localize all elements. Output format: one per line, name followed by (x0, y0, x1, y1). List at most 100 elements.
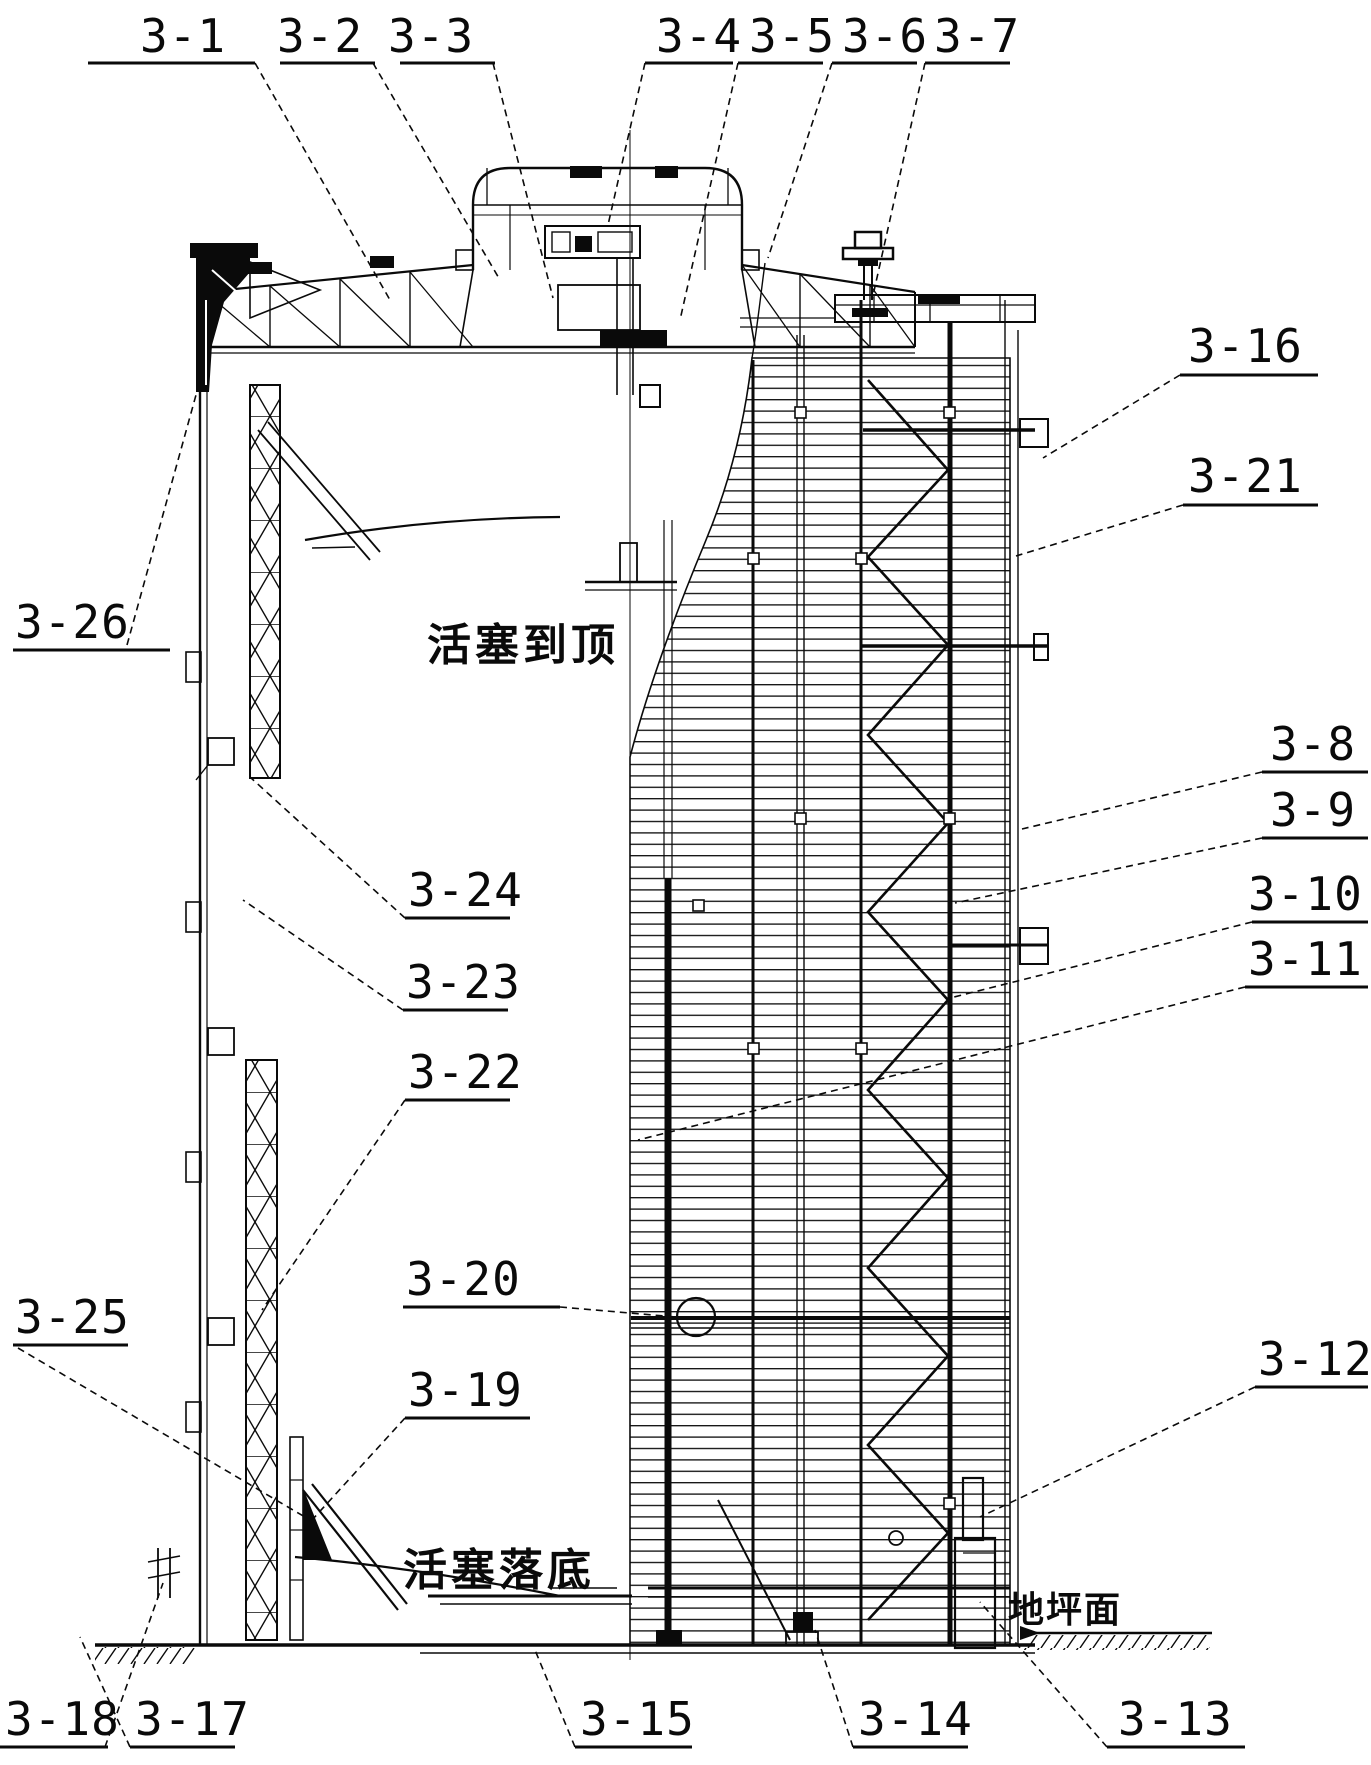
part-label-3-16: 3-16 (1180, 319, 1318, 377)
svg-text:3-18: 3-18 (5, 1692, 120, 1746)
part-label-3-6: 3-6 (832, 9, 928, 65)
svg-text:3-3: 3-3 (388, 9, 474, 63)
leader-3-23 (242, 899, 404, 1011)
break-line (751, 262, 766, 359)
svg-text:3-5: 3-5 (749, 9, 835, 63)
leader-3-20 (559, 1306, 677, 1318)
leader-3-7 (871, 62, 926, 301)
leader-3-10 (949, 921, 1253, 999)
base-and-ground (95, 1476, 1212, 1664)
svg-text:3-10: 3-10 (1248, 867, 1363, 921)
structure (95, 130, 1212, 1664)
scaffold-top-band (740, 294, 1036, 328)
part-label-3-26: 3-26 (13, 595, 170, 652)
leader-3-22 (261, 1099, 406, 1311)
part-label-3-14: 3-14 (853, 1692, 973, 1749)
svg-text:3-15: 3-15 (580, 1692, 695, 1746)
part-label-3-4: 3-4 (645, 9, 741, 65)
top-cap (455, 166, 760, 348)
svg-text:3-26: 3-26 (15, 595, 130, 649)
upper-truss-column (195, 384, 381, 781)
svg-text:3-20: 3-20 (406, 1252, 521, 1306)
part-label-3-21: 3-21 (1183, 449, 1318, 507)
leader-3-5 (679, 62, 739, 321)
svg-text:3-24: 3-24 (408, 863, 523, 917)
leader-3-24 (249, 776, 406, 919)
part-label-3-9: 3-9 (1262, 783, 1368, 840)
svg-text:3-12: 3-12 (1258, 1332, 1371, 1386)
leader-3-8 (1021, 771, 1263, 830)
leader-3-3 (492, 62, 554, 299)
piston-bottom-note: 活塞落底 (403, 1545, 595, 1596)
leader-3-13 (979, 1601, 1108, 1748)
piston-top-note: 活塞到顶 (427, 620, 619, 671)
leader-3-17 (79, 1636, 131, 1748)
roof-truss (200, 256, 916, 354)
deck-region (629, 357, 1011, 1646)
svg-text:3-19: 3-19 (408, 1363, 523, 1417)
part-label-3-8: 3-8 (1262, 717, 1368, 774)
pipe-foot (656, 1630, 682, 1645)
leader-3-12 (979, 1386, 1256, 1518)
svg-text:3-7: 3-7 (934, 9, 1020, 63)
leader-3-15 (534, 1649, 576, 1748)
piston-top-assembly (304, 515, 677, 591)
wall-footing-anchor (147, 1548, 181, 1598)
leader-3-21 (1015, 504, 1184, 557)
part-label-3-19: 3-19 (405, 1363, 530, 1420)
leader-3-19 (311, 1417, 406, 1521)
lower-diagonal-brace (717, 1499, 791, 1641)
part-label-3-3: 3-3 (388, 9, 495, 65)
lower-truss-column (207, 1027, 408, 1641)
zigzag-bracing (866, 379, 950, 1621)
part-label-3-25: 3-25 (13, 1290, 130, 1347)
svg-text:3-8: 3-8 (1270, 717, 1356, 771)
svg-text:3-1: 3-1 (140, 9, 226, 63)
gusset-plates (692, 406, 956, 1510)
part-label-3-24: 3-24 (405, 863, 523, 920)
part-label-3-18: 3-18 (0, 1692, 120, 1749)
svg-text:3-21: 3-21 (1188, 449, 1303, 503)
svg-text:3-16: 3-16 (1188, 319, 1303, 373)
scaffold-columns (663, 300, 1019, 1645)
svg-text:3-14: 3-14 (858, 1692, 973, 1746)
svg-text:3-9: 3-9 (1270, 783, 1356, 837)
part-label-3-20: 3-20 (403, 1252, 560, 1309)
part-labels: 3-1 3-2 3-3 3-4 3-5 3-6 3-7 3-16 3-21 3-… (0, 9, 1371, 1749)
leader-3-18 (104, 1582, 164, 1748)
part-label-3-15: 3-15 (575, 1692, 695, 1749)
leader-3-26 (126, 394, 197, 646)
ground-line (1020, 1626, 1212, 1650)
part-label-3-13: 3-13 (1107, 1692, 1245, 1749)
small-fitting-circle (888, 1530, 904, 1546)
leader-3-16 (1042, 374, 1181, 459)
leader-3-2 (372, 62, 501, 281)
right-foundation (953, 1476, 997, 1650)
wall-top-bracket (190, 243, 323, 392)
part-label-3-23: 3-23 (403, 955, 521, 1012)
svg-text:3-23: 3-23 (406, 955, 521, 1009)
part-label-3-1: 3-1 (88, 9, 255, 65)
svg-text:3-17: 3-17 (135, 1692, 250, 1746)
svg-text:3-13: 3-13 (1118, 1692, 1233, 1746)
walkway-bands (631, 418, 1049, 1598)
svg-text:3-22: 3-22 (408, 1045, 523, 1099)
text-annotations: 活塞到顶 活塞落底 地坪面 (403, 620, 1122, 1631)
part-label-3-10: 3-10 (1248, 867, 1368, 924)
leader-3-11 (637, 986, 1246, 1141)
cap-mechanism (544, 225, 667, 408)
svg-text:3-6: 3-6 (842, 9, 928, 63)
part-label-3-12: 3-12 (1255, 1332, 1371, 1389)
leader-3-4 (607, 62, 646, 226)
pipe-fitting-circle (675, 1296, 717, 1338)
ground-surface-note: 地坪面 (1008, 1590, 1122, 1631)
svg-text:3-11: 3-11 (1248, 932, 1363, 986)
part-label-3-11: 3-11 (1245, 932, 1368, 989)
svg-text:3-25: 3-25 (15, 1290, 130, 1344)
leader-3-25 (17, 1347, 311, 1521)
leader-3-9 (954, 837, 1263, 904)
leader-3-6 (767, 62, 833, 259)
hoist-pulley (841, 230, 895, 300)
